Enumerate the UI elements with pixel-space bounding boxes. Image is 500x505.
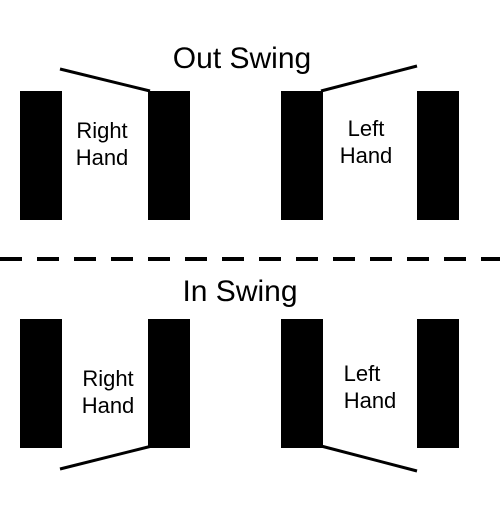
out-swing-left-hand-swing-line	[320, 64, 418, 93]
out-swing-left-hand-jamb-left	[281, 91, 323, 220]
out-swing-left-hand-label-line2: Hand	[340, 143, 393, 168]
in-swing-section: In Swing Right Hand Left Hand	[20, 275, 459, 473]
out-swing-right-hand-door: Right Hand	[20, 67, 190, 220]
in-swing-right-hand-label-line1: Right	[82, 366, 133, 391]
out-swing-right-hand-label-line2: Hand	[76, 145, 129, 170]
out-swing-right-hand-swing-line	[59, 67, 151, 93]
out-swing-right-hand-jamb-right	[148, 91, 190, 220]
in-swing-left-hand-jamb-right	[417, 319, 459, 448]
out-swing-left-hand-jamb-right	[417, 91, 459, 220]
out-swing-right-hand-jamb-left	[20, 91, 62, 220]
in-swing-left-hand-door: Left Hand	[281, 319, 459, 473]
out-swing-left-hand-door: Left Hand	[281, 64, 459, 220]
out-swing-section: Out Swing Right Hand Left Hand	[20, 42, 459, 220]
in-swing-right-hand-jamb-left	[20, 319, 62, 448]
out-swing-right-hand-label-line1: Right	[76, 118, 127, 143]
in-swing-title: In Swing	[182, 275, 297, 308]
in-swing-right-hand-jamb-right	[148, 319, 190, 448]
out-swing-title: Out Swing	[173, 42, 311, 75]
in-swing-right-hand-door: Right Hand	[20, 319, 190, 471]
in-swing-right-hand-label-line2: Hand	[82, 393, 135, 418]
in-swing-left-hand-label-line1: Left	[344, 361, 381, 386]
out-swing-left-hand-label-line1: Left	[348, 116, 385, 141]
in-swing-left-hand-swing-line	[320, 444, 418, 473]
in-swing-right-hand-swing-line	[59, 444, 153, 471]
in-swing-left-hand-jamb-left	[281, 319, 323, 448]
in-swing-left-hand-label-line2: Hand	[344, 388, 397, 413]
